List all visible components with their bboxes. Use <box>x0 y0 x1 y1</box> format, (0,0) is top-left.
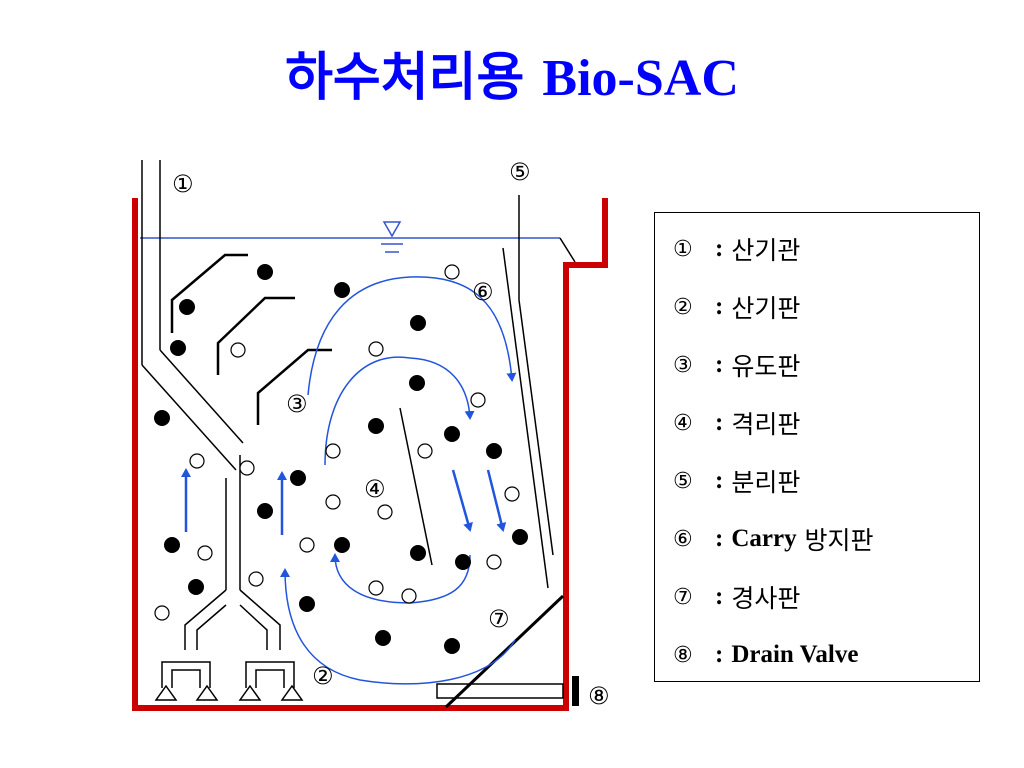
isolation-plate <box>399 407 433 566</box>
legend-item: ① : 산기관 <box>673 233 800 265</box>
legend-text-en: Drain Valve <box>731 641 859 668</box>
marker-2-label: ② <box>312 662 334 690</box>
legend-item: ② : 산기판 <box>673 291 800 323</box>
marker-3-label: ③ <box>286 390 308 418</box>
marker-6-label: ⑥ <box>472 278 494 306</box>
legend-text: 분리판 <box>731 468 801 497</box>
legend-num: ② <box>673 294 693 320</box>
legend-colon: : <box>715 467 724 494</box>
legend-item: ③ : 유도판 <box>673 349 800 381</box>
marker-4-label: ④ <box>364 475 386 503</box>
legend-text-en: Carry <box>731 525 797 552</box>
separation-plates <box>502 195 576 589</box>
legend-num: ⑦ <box>673 584 693 610</box>
legend-item: ④ : 격리판 <box>673 407 800 439</box>
legend-text: 방지판 <box>804 526 874 555</box>
title-korean: 하수처리용 <box>285 48 525 108</box>
marker-1-label: ① <box>172 170 194 198</box>
media-filled <box>154 264 528 654</box>
marker-5-label: ⑤ <box>509 158 531 186</box>
legend-num: ① <box>673 236 693 262</box>
legend-colon: : <box>715 409 724 436</box>
title-english: Bio-SAC <box>542 50 739 107</box>
legend-colon: : <box>715 235 724 262</box>
legend-text: 경사판 <box>731 584 801 613</box>
slide-title: 하수처리용 Bio-SAC <box>0 52 1024 105</box>
legend-item: ⑦ : 경사판 <box>673 581 800 613</box>
legend-num: ③ <box>673 352 693 378</box>
legend-colon: : <box>715 293 724 320</box>
marker-8-label: ⑧ <box>588 682 610 710</box>
tank-wall <box>132 198 608 711</box>
legend-text: 격리판 <box>731 410 801 439</box>
legend-text: 유도판 <box>731 352 801 381</box>
legend-text: 산기판 <box>731 294 801 323</box>
legend-text: 산기관 <box>731 236 801 265</box>
legend-item: ⑤ : 분리판 <box>673 465 800 497</box>
legend-colon: : <box>715 351 724 378</box>
marker-7-label: ⑦ <box>488 605 510 633</box>
diffuser-plates <box>154 684 304 701</box>
legend-num: ⑧ <box>673 642 693 668</box>
legend-item: ⑧ : Drain Valve <box>673 639 858 671</box>
legend-box: ① : 산기관 ② : 산기판 ③ : 유도판 ④ : 격리판 ⑤ : 분리판 … <box>654 212 980 682</box>
legend-num: ⑥ <box>673 526 693 552</box>
legend-num: ④ <box>673 410 693 436</box>
water-level-icon <box>381 221 403 253</box>
legend-item: ⑥ : Carry 방지판 <box>673 523 874 555</box>
guide-plates <box>170 253 332 425</box>
media-hollow <box>154 264 520 621</box>
legend-num: ⑤ <box>673 468 693 494</box>
drain-valve <box>436 676 579 706</box>
air-pipe-structure <box>141 160 295 688</box>
inclined-plate <box>444 594 565 709</box>
legend-colon: : <box>715 583 724 610</box>
legend-colon: : <box>715 525 724 552</box>
legend-colon: : <box>715 641 724 668</box>
flow-arrows <box>280 276 517 685</box>
upflow-arrows <box>181 468 507 535</box>
